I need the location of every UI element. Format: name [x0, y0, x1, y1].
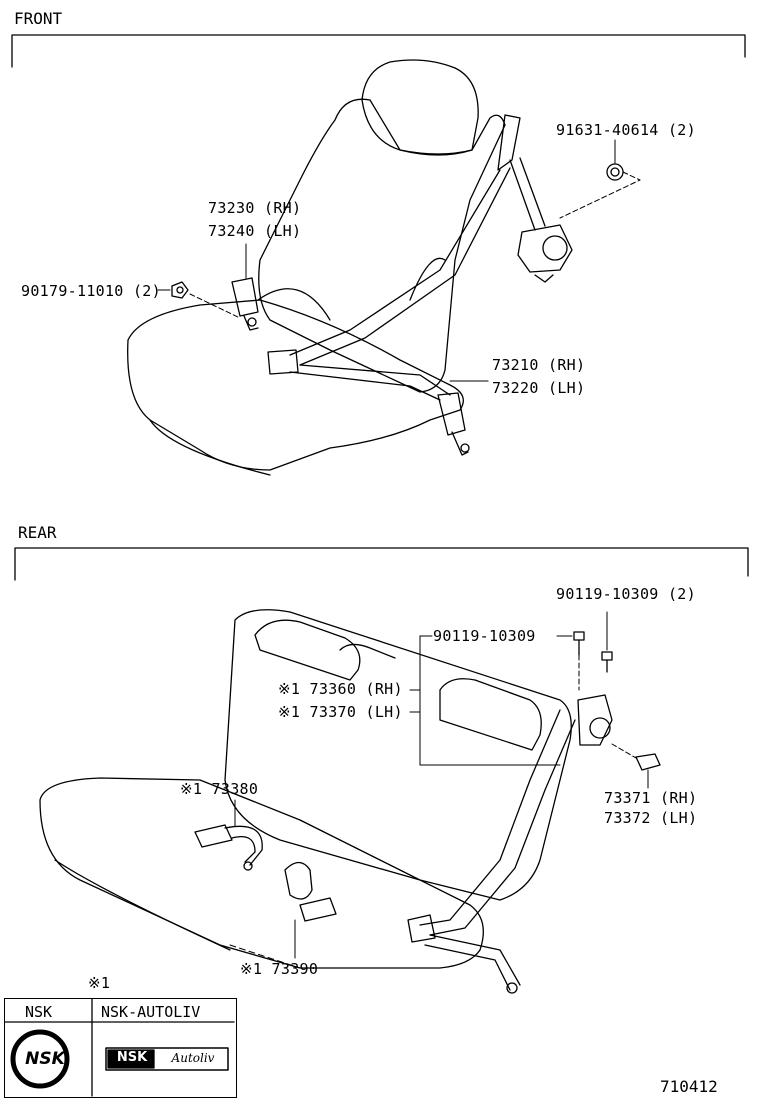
rear-belt-assembly — [194, 631, 661, 994]
label-cover-lh: 73372 (LH) — [604, 809, 698, 827]
label-nut: 90179-11010 (2) — [21, 282, 161, 300]
label-buckle-lh: 73240 (LH) — [208, 222, 302, 240]
label-belt-lh-rear: ※1 73370 (LH) — [278, 703, 403, 721]
nsk-logo: NSK — [25, 1049, 65, 1069]
label-belt-rh-front: 73210 (RH) — [492, 356, 586, 374]
legend-col-nsk-autoliv: NSK-AUTOLIV — [101, 1003, 201, 1021]
label-belt-rh-rear: ※1 73360 (RH) — [278, 680, 403, 698]
front-leaders — [157, 139, 641, 382]
nsk-autoliv-logo-nsk: NSK — [116, 1050, 148, 1065]
diagram-code: 710412 — [660, 1077, 718, 1096]
label-bolt-top-rear: 90119-10309 (2) — [556, 585, 696, 603]
nsk-autoliv-logo-autoliv: Autoliv — [171, 1051, 215, 1065]
rear-bracket — [14, 547, 749, 581]
manufacturer-legend: NSK NSK-AUTOLIV NSK NSK Autoliv — [4, 998, 237, 1098]
front-section-title: FRONT — [14, 9, 63, 28]
rear-section-title: REAR — [18, 523, 57, 542]
front-belt-assembly — [171, 114, 624, 456]
label-buckle-b-rear: ※1 73390 — [240, 960, 319, 978]
legend-col-nsk: NSK — [25, 1003, 53, 1021]
rear-leaders — [229, 611, 649, 969]
label-belt-lh-front: 73220 (LH) — [492, 379, 586, 397]
label-cover-rh: 73371 (RH) — [604, 789, 698, 807]
rear-seat — [39, 609, 572, 969]
label-buckle-rh: 73230 (RH) — [208, 199, 302, 217]
label-buckle-a-rear: ※1 73380 — [180, 780, 259, 798]
label-bolt-single-rear: 90119-10309 — [433, 627, 536, 645]
front-seat — [127, 59, 506, 476]
front-bracket — [11, 34, 746, 68]
legend-note: ※1 — [88, 974, 111, 992]
label-bolt-top-front: 91631-40614 (2) — [556, 121, 696, 139]
